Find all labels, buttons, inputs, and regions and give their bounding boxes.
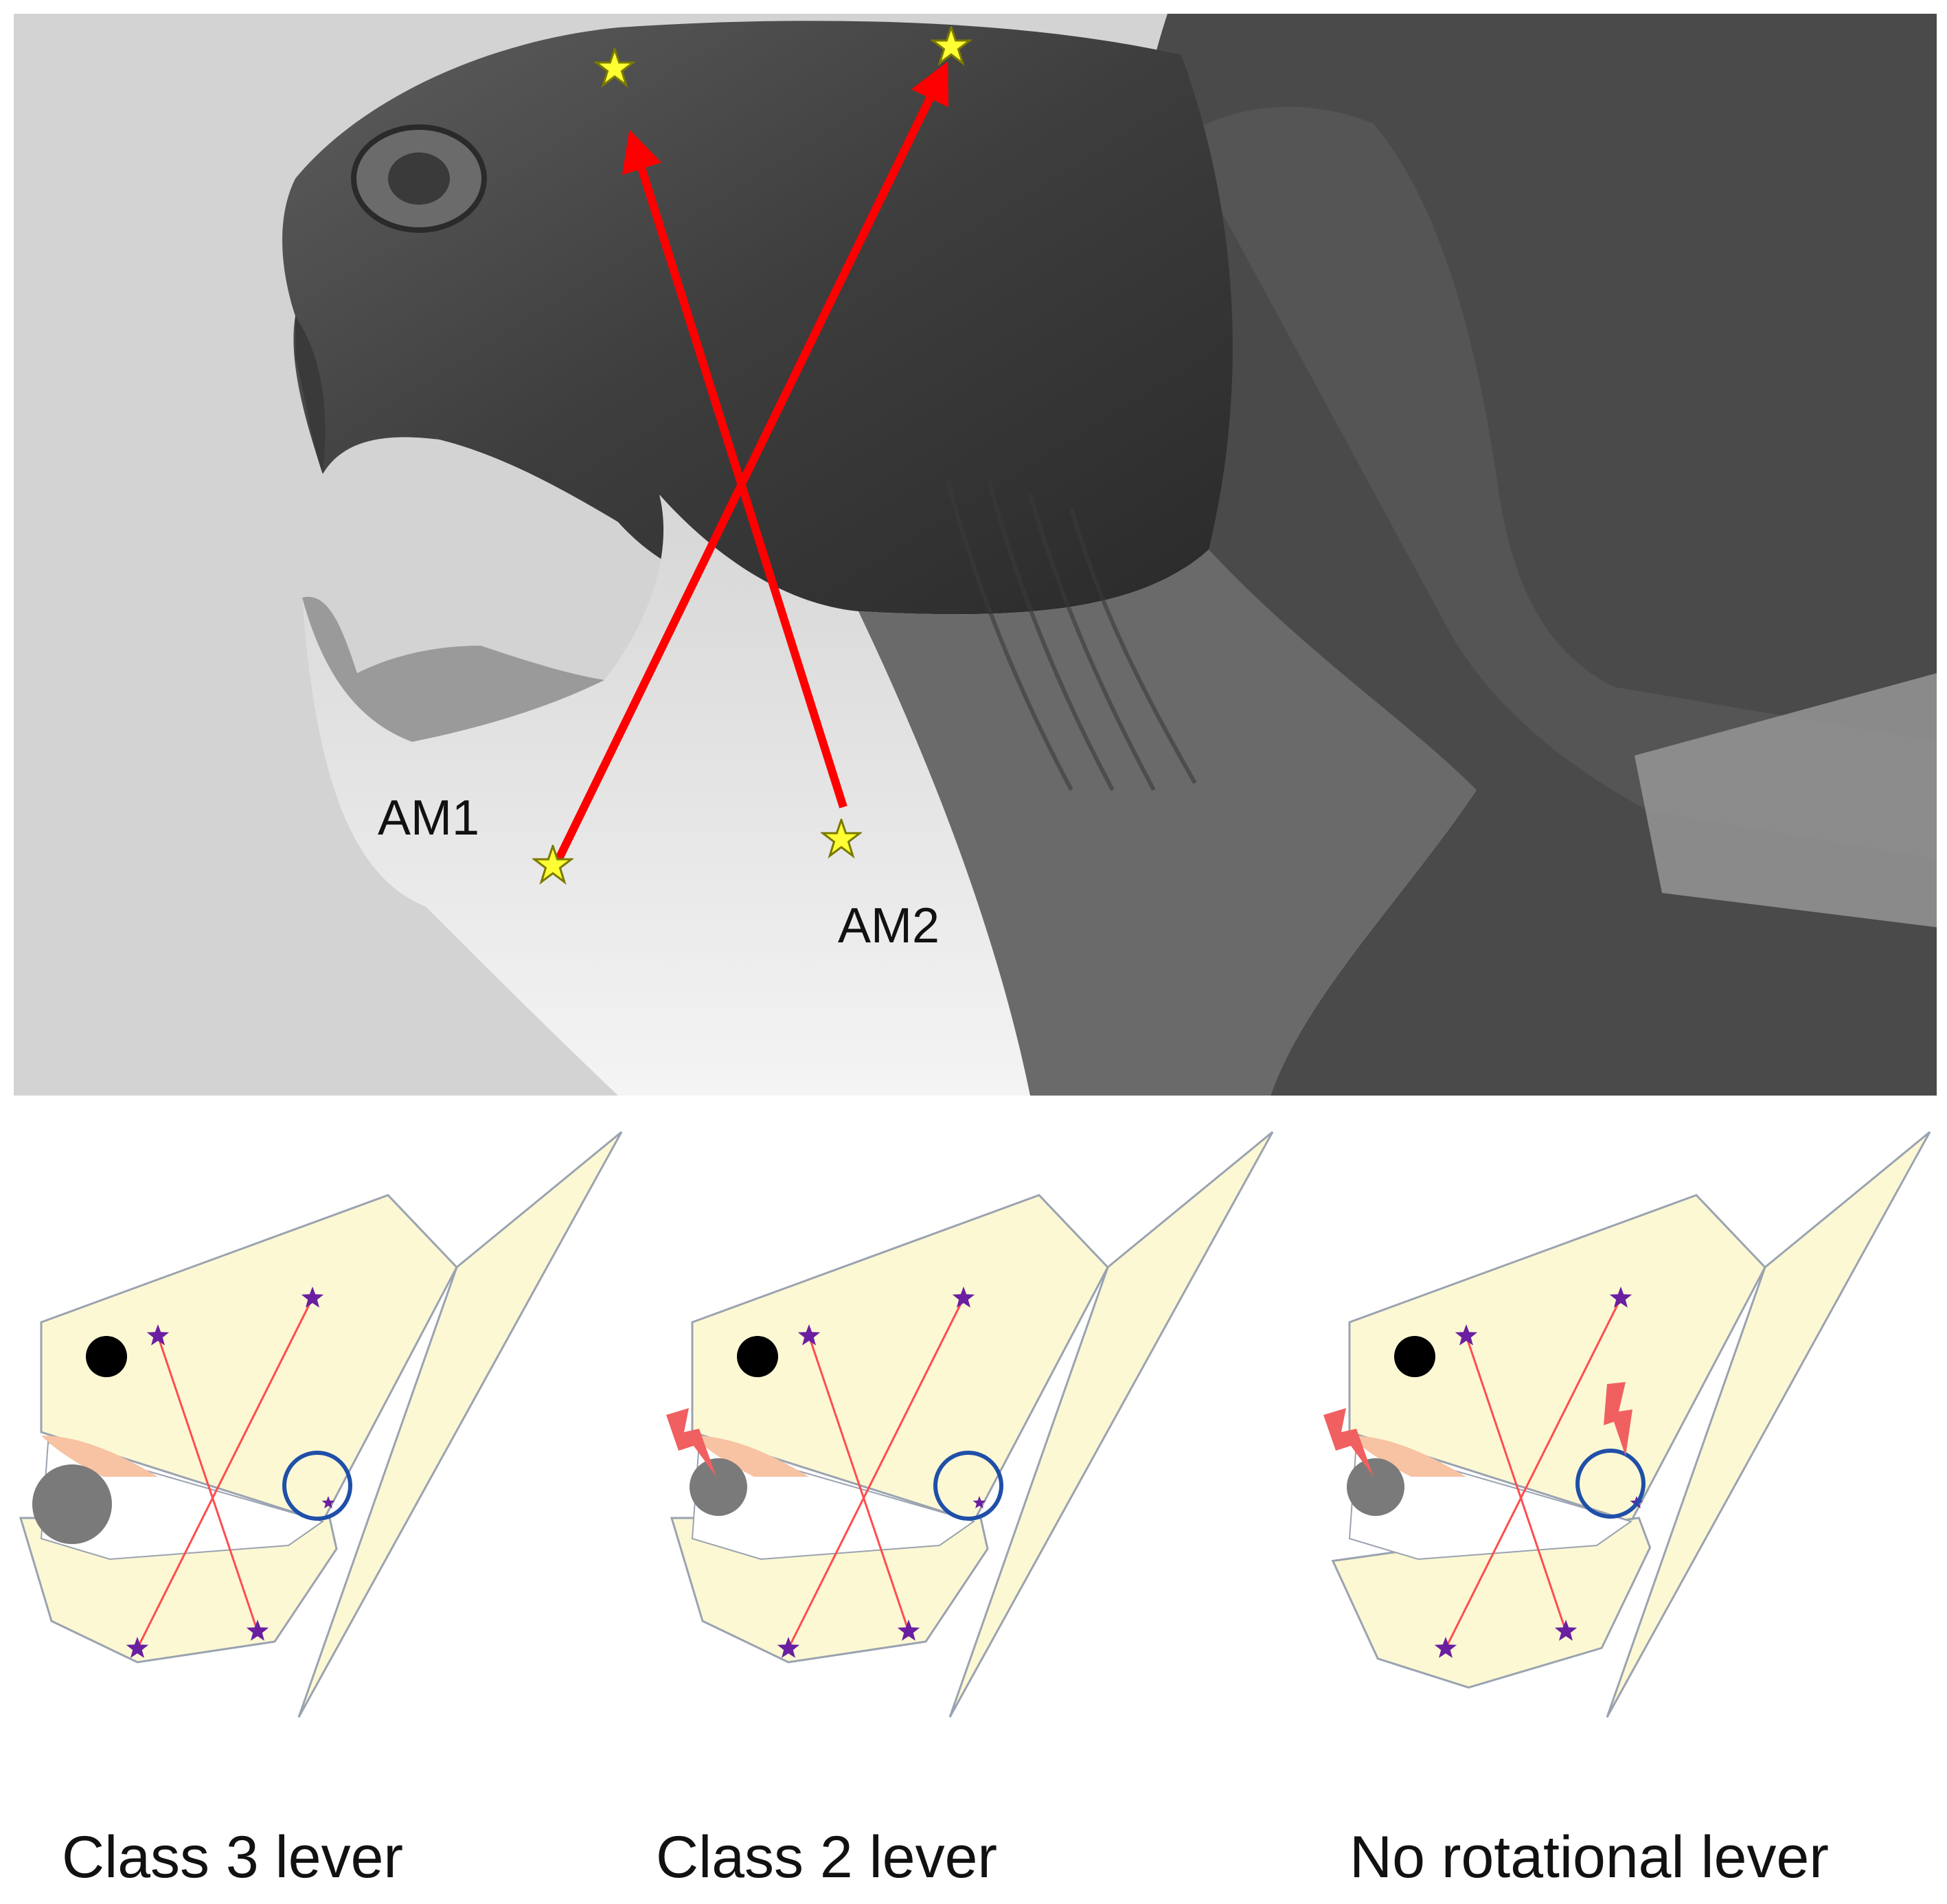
skull-shape bbox=[40, 1194, 458, 1523]
star-marker-icon bbox=[146, 1324, 170, 1346]
muscle-line-am1 bbox=[787, 1297, 965, 1649]
caption-class2: Class 2 lever bbox=[656, 1824, 998, 1890]
turtle-head bbox=[282, 21, 1233, 615]
star-marker-icon bbox=[972, 1496, 986, 1509]
turtle-pupil bbox=[388, 152, 450, 205]
beak-tissue bbox=[692, 1436, 809, 1477]
neck-plate bbox=[948, 1131, 1274, 1718]
neck-plate bbox=[1606, 1131, 1931, 1718]
label-am1: AM1 bbox=[378, 791, 479, 846]
muscle-line-am2 bbox=[1465, 1335, 1567, 1632]
joint-ring bbox=[933, 1451, 1003, 1521]
am1-arrow bbox=[552, 61, 948, 866]
skull-shape bbox=[1348, 1194, 1766, 1523]
star-marker-icon bbox=[1609, 1287, 1632, 1308]
star-marker-icon bbox=[952, 1287, 975, 1308]
force-bolt-icon bbox=[1604, 1382, 1632, 1456]
lower-jaw bbox=[302, 495, 1030, 1096]
lever-panel-3 bbox=[1323, 1131, 1931, 1718]
upper-beak bbox=[295, 316, 326, 474]
label-am2: AM2 bbox=[838, 898, 940, 953]
muscle-line-am1 bbox=[1444, 1297, 1622, 1649]
skull-shape bbox=[691, 1194, 1109, 1523]
lever-panels bbox=[19, 1131, 1931, 1718]
muscle-line-am2 bbox=[157, 1335, 259, 1632]
star-marker-icon bbox=[126, 1637, 149, 1658]
star-marker-icon bbox=[1455, 1324, 1478, 1346]
lower-jaw-shape bbox=[1331, 1517, 1652, 1689]
muscle-line-am2 bbox=[808, 1335, 910, 1632]
neck-folds bbox=[946, 480, 1197, 791]
eye-dot bbox=[86, 1336, 127, 1377]
beak-tissue bbox=[1350, 1436, 1466, 1477]
star-marker-icon bbox=[1554, 1620, 1578, 1641]
turtle-photo: AM1 AM2 bbox=[14, 14, 1937, 1096]
neck bbox=[858, 549, 1477, 1096]
joint-ring bbox=[282, 1451, 352, 1521]
eye-dot bbox=[737, 1336, 778, 1377]
shell-spots bbox=[1635, 673, 1937, 927]
shell-edge bbox=[1181, 106, 1937, 859]
muscle-line-am1 bbox=[136, 1297, 314, 1649]
star-marker-icon bbox=[797, 1324, 821, 1346]
lever-panel-2 bbox=[666, 1131, 1274, 1718]
star-marker-icon bbox=[246, 1620, 269, 1641]
caption-class3: Class 3 lever bbox=[62, 1824, 404, 1890]
prey-item bbox=[690, 1458, 747, 1516]
lever-panel-1 bbox=[19, 1131, 623, 1718]
prey-item bbox=[1347, 1458, 1404, 1516]
star-marker-icon bbox=[1434, 1637, 1457, 1658]
joint-ring bbox=[1575, 1449, 1646, 1519]
prey-item bbox=[32, 1464, 112, 1544]
jaw-group bbox=[1331, 1517, 1652, 1689]
caption-no-rotational: No rotational lever bbox=[1350, 1824, 1829, 1890]
star-marker-icon bbox=[321, 1496, 335, 1509]
neck-plate bbox=[297, 1131, 623, 1718]
beak-tissue bbox=[41, 1436, 158, 1477]
am2-arrow bbox=[622, 129, 847, 808]
lower-beak bbox=[302, 596, 604, 742]
star-marker-icon bbox=[301, 1287, 324, 1308]
star-marker-icon bbox=[777, 1637, 800, 1658]
force-bolt-icon bbox=[666, 1408, 716, 1477]
eye-dot bbox=[1394, 1336, 1435, 1377]
force-bolt-icon bbox=[1323, 1408, 1374, 1477]
star-marker-icon bbox=[897, 1620, 920, 1641]
